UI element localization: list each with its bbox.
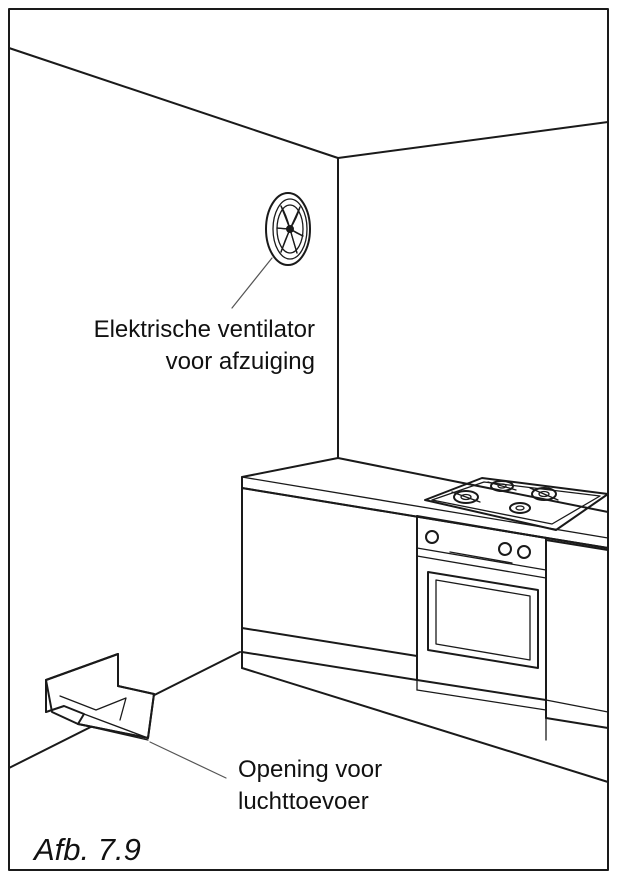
vent-label-line: luchttoevoer <box>238 788 369 815</box>
vent-leader-line <box>149 741 227 779</box>
ceiling-left-edge <box>8 47 339 159</box>
oven-knob-icon <box>498 542 512 556</box>
figure-caption: Afb. 7.9 <box>34 832 141 867</box>
figure-frame <box>8 8 609 871</box>
fan-label-line: Elektrische ventilator <box>93 316 315 343</box>
vent-label-line: Opening voor <box>238 756 383 783</box>
ceiling-right-edge <box>337 121 609 159</box>
fan-leader-line <box>231 257 273 309</box>
vent-arrow-icon <box>45 653 155 741</box>
kickboard <box>241 651 609 783</box>
left-cabinet <box>241 487 418 681</box>
fan-icon <box>265 192 311 266</box>
right-cabinet <box>545 539 609 729</box>
countertop <box>241 457 609 549</box>
oven-knob-icon <box>517 545 531 559</box>
fan-label: Elektrische ventilator voor afzuiging <box>40 314 315 378</box>
oven <box>416 515 547 719</box>
fan-label-line: voor afzuiging <box>165 348 315 375</box>
vent-label: Opening voor luchttoevoer <box>238 754 458 818</box>
gas-hob <box>424 477 609 531</box>
oven-knob-icon <box>425 530 439 544</box>
